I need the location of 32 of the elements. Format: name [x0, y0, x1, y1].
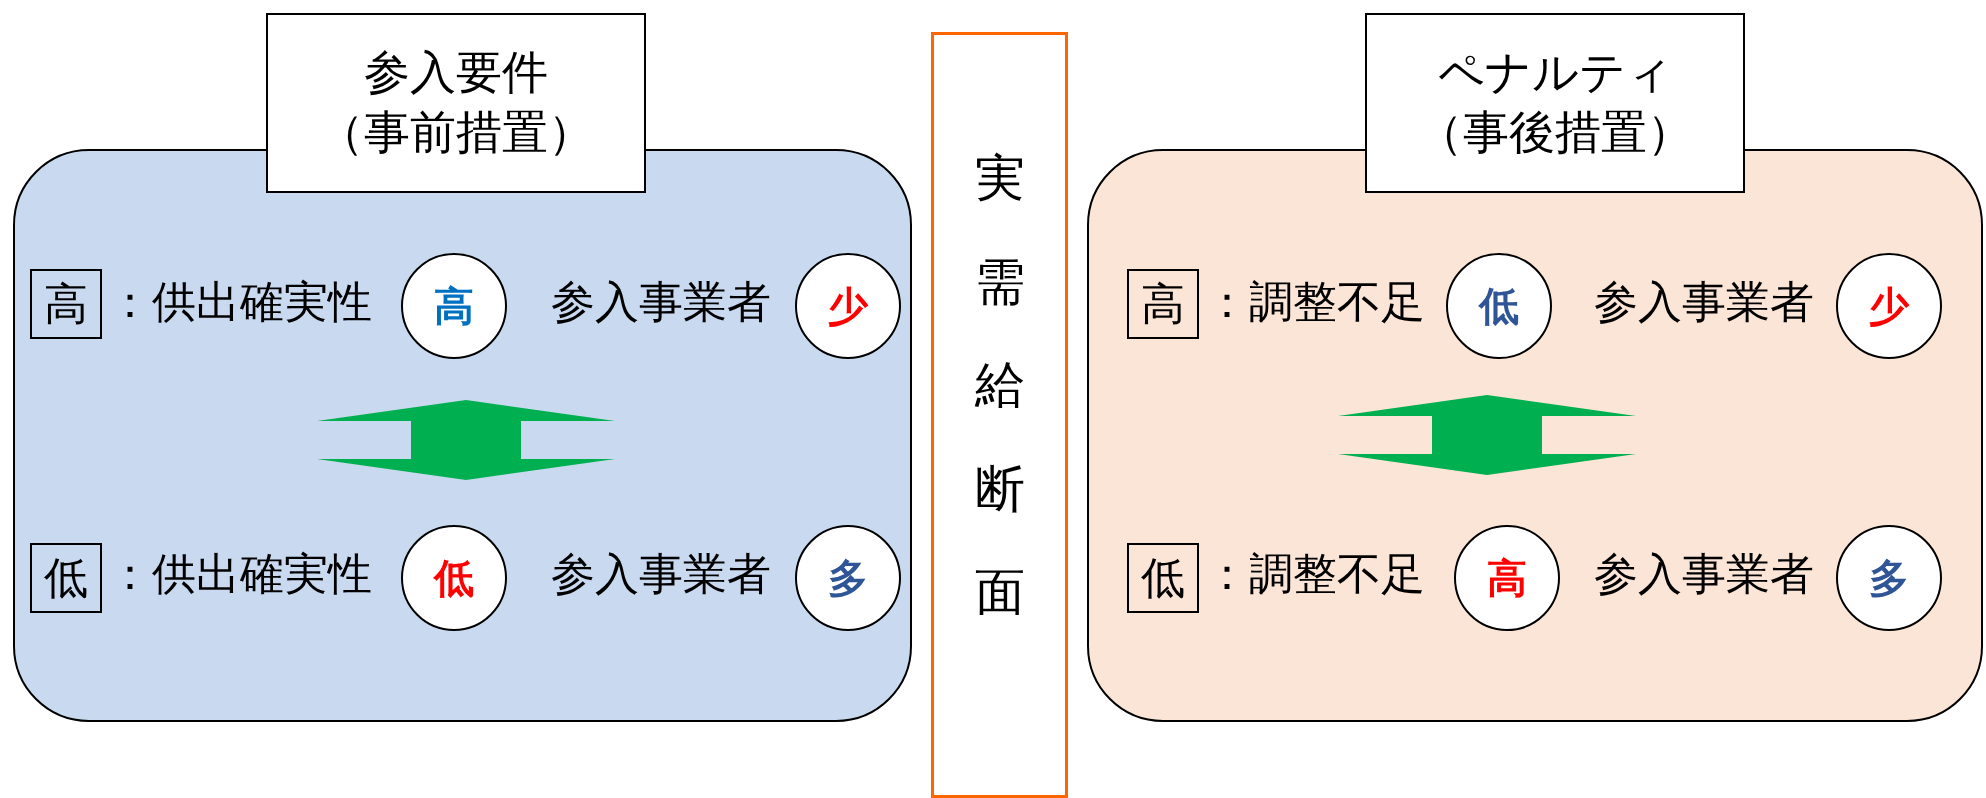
node-text: 低 — [1141, 556, 1185, 600]
label-text: ：調整不足 — [1205, 280, 1425, 324]
label-text: ：供出確実性 — [108, 552, 372, 596]
node-text: 低 — [434, 558, 474, 598]
node-text: 多 — [828, 558, 868, 598]
node-text: 実需給断面 — [974, 148, 1025, 623]
node-text: 低 — [44, 556, 88, 600]
node-text: 高 — [434, 286, 474, 326]
title-box — [266, 13, 646, 193]
label-text: 参入事業者 — [1594, 552, 1814, 596]
node-text: 低 — [1479, 286, 1519, 326]
section-box — [931, 32, 1068, 798]
level-tag — [1127, 543, 1199, 613]
label-text: 参入事業者 — [551, 552, 771, 596]
label-text: ：調整不足 — [1205, 552, 1425, 596]
node-text: 高 — [44, 282, 88, 326]
node-text: 少 — [828, 286, 868, 326]
title-text: （事前措置） — [318, 104, 594, 161]
level-tag — [30, 543, 102, 613]
label-text: 参入事業者 — [551, 280, 771, 324]
title-text: 参入要件 — [364, 44, 548, 102]
title-text: ペナルティ — [1437, 44, 1673, 102]
level-tag — [1127, 269, 1199, 339]
node-text: 多 — [1869, 558, 1909, 598]
title-box — [1365, 13, 1745, 193]
label-text: 参入事業者 — [1594, 280, 1814, 324]
label-text: ：供出確実性 — [108, 280, 372, 324]
node-text: 少 — [1869, 286, 1909, 326]
title-text: （事後措置） — [1417, 104, 1693, 161]
node-text: 高 — [1141, 282, 1185, 326]
level-tag — [30, 269, 102, 339]
node-text: 高 — [1487, 558, 1527, 598]
